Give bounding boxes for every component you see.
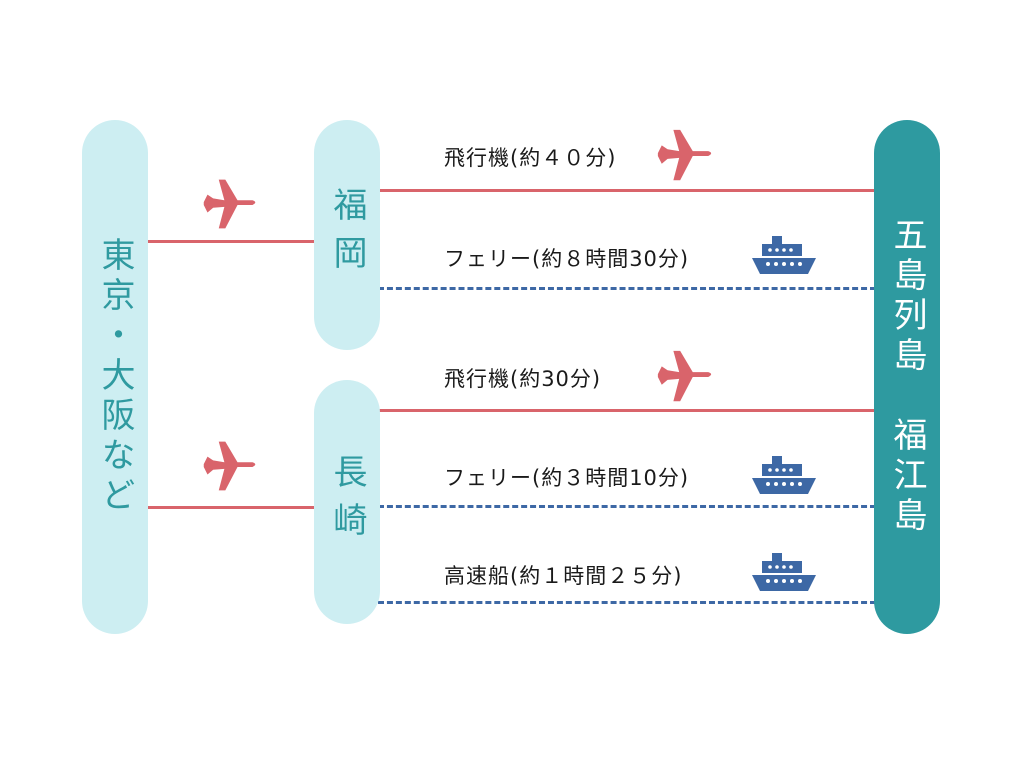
airplane-icon [203,179,256,229]
ferry-ship-icon [752,236,816,274]
origin-to-nagasaki-line [148,506,316,509]
hub-nagasaki-pill: 長崎 [314,380,380,624]
destination-label: 五島列島 福江島 [887,217,927,537]
route-label-nagasaki-plane: 飛行機(約30分) [444,367,602,391]
hub-fukuoka-pill: 福岡 [314,120,380,350]
nagasaki-highspeed-line [378,601,876,604]
ferry-ship-icon [752,456,816,494]
route-label-fukuoka-plane: 飛行機(約４０分) [444,146,617,170]
fukuoka-plane-line [378,189,876,192]
route-label-nagasaki-highspeed: 高速船(約１時間２５分) [444,564,683,588]
hub-fukuoka-label: 福岡 [327,187,367,283]
destination-pill: 五島列島 福江島 [874,120,940,634]
origin-pill: 東京・大阪など [82,120,148,634]
hub-nagasaki-label: 長崎 [327,454,367,550]
route-label-nagasaki-ferry: フェリー(約３時間10分) [444,466,690,490]
airplane-icon [203,441,256,491]
fukuoka-ferry-line [378,287,876,290]
airplane-icon [657,129,712,181]
origin-to-fukuoka-line [148,240,316,243]
airplane-icon [657,350,712,402]
nagasaki-ferry-line [378,505,876,508]
ferry-ship-icon [752,553,816,591]
nagasaki-plane-line [378,409,876,412]
route-label-fukuoka-ferry: フェリー(約８時間30分) [444,247,690,271]
origin-label: 東京・大阪など [95,237,135,517]
